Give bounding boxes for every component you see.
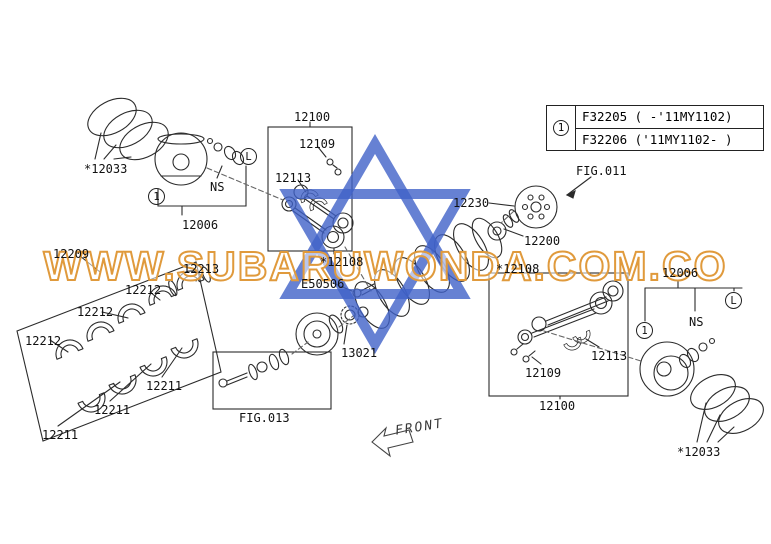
legend-row-f32205: F32205 ( -'11MY1102) <box>582 109 733 125</box>
part-label-12006-left: 12006 <box>182 218 219 232</box>
part-label-12108-left: *12108 <box>320 255 364 269</box>
part-label-12100-top: 12100 <box>294 110 331 124</box>
part-label-12211-b: 12211 <box>94 403 131 417</box>
part-label-12212-b: 12212 <box>77 305 114 319</box>
part-label-12212-c: 12212 <box>25 334 62 348</box>
legend-callout-cell: 1 <box>547 106 576 150</box>
watermark-star-icon <box>279 134 471 354</box>
callout-l-right: L <box>725 292 742 309</box>
part-label-12113-right: 12113 <box>591 349 628 363</box>
part-label-13021: 13021 <box>341 346 378 360</box>
part-label-12100-right: 12100 <box>539 399 576 413</box>
part-label-12200: 12200 <box>524 234 561 248</box>
piston-right-art <box>639 279 764 443</box>
fig013-group-art <box>212 348 332 410</box>
part-label-12109-right: 12109 <box>525 366 562 380</box>
main-bearing-cluster-art <box>16 255 222 442</box>
fig013-ref-label: FIG.013 <box>239 411 290 425</box>
ns-label-left: NS <box>210 180 225 194</box>
front-arrow-icon <box>371 426 414 458</box>
callout-l-left: L <box>240 148 257 165</box>
part-label-e50506: E50506 <box>301 277 345 291</box>
part-label-12109-top: 12109 <box>299 137 336 151</box>
part-label-12211-c: 12211 <box>42 428 79 442</box>
legend-callout-1: 1 <box>553 120 569 136</box>
applicability-legend: 1 F32205 ( -'11MY1102) F32206 ('11MY1102… <box>546 105 764 151</box>
part-label-12033-right: *12033 <box>677 445 721 459</box>
callout-1-left: 1 <box>148 188 165 205</box>
part-label-12212-a: 12212 <box>125 283 162 297</box>
part-label-12108-right: *12108 <box>496 262 540 276</box>
conrod-group-right-art <box>488 267 629 400</box>
part-label-12033-left: *12033 <box>84 162 128 176</box>
part-label-12230: 12230 <box>453 196 490 210</box>
part-label-12213: 12213 <box>183 262 220 276</box>
part-label-12211-a: 12211 <box>146 379 183 393</box>
ns-label-right: NS <box>689 315 704 329</box>
fig011-ref-label: FIG.011 <box>576 164 627 178</box>
part-label-12006-right: 12006 <box>662 266 699 280</box>
piston-left-art <box>154 132 247 216</box>
callout-1-right: 1 <box>636 322 653 339</box>
fig011-arrow-icon <box>565 176 592 199</box>
part-label-12113-top: 12113 <box>275 171 312 185</box>
part-label-12209: 12209 <box>53 247 90 261</box>
drive-plate-art <box>488 185 558 229</box>
piston-rings-left-art <box>87 97 169 161</box>
legend-row-f32206: F32206 ('11MY1102- ) <box>576 127 763 151</box>
